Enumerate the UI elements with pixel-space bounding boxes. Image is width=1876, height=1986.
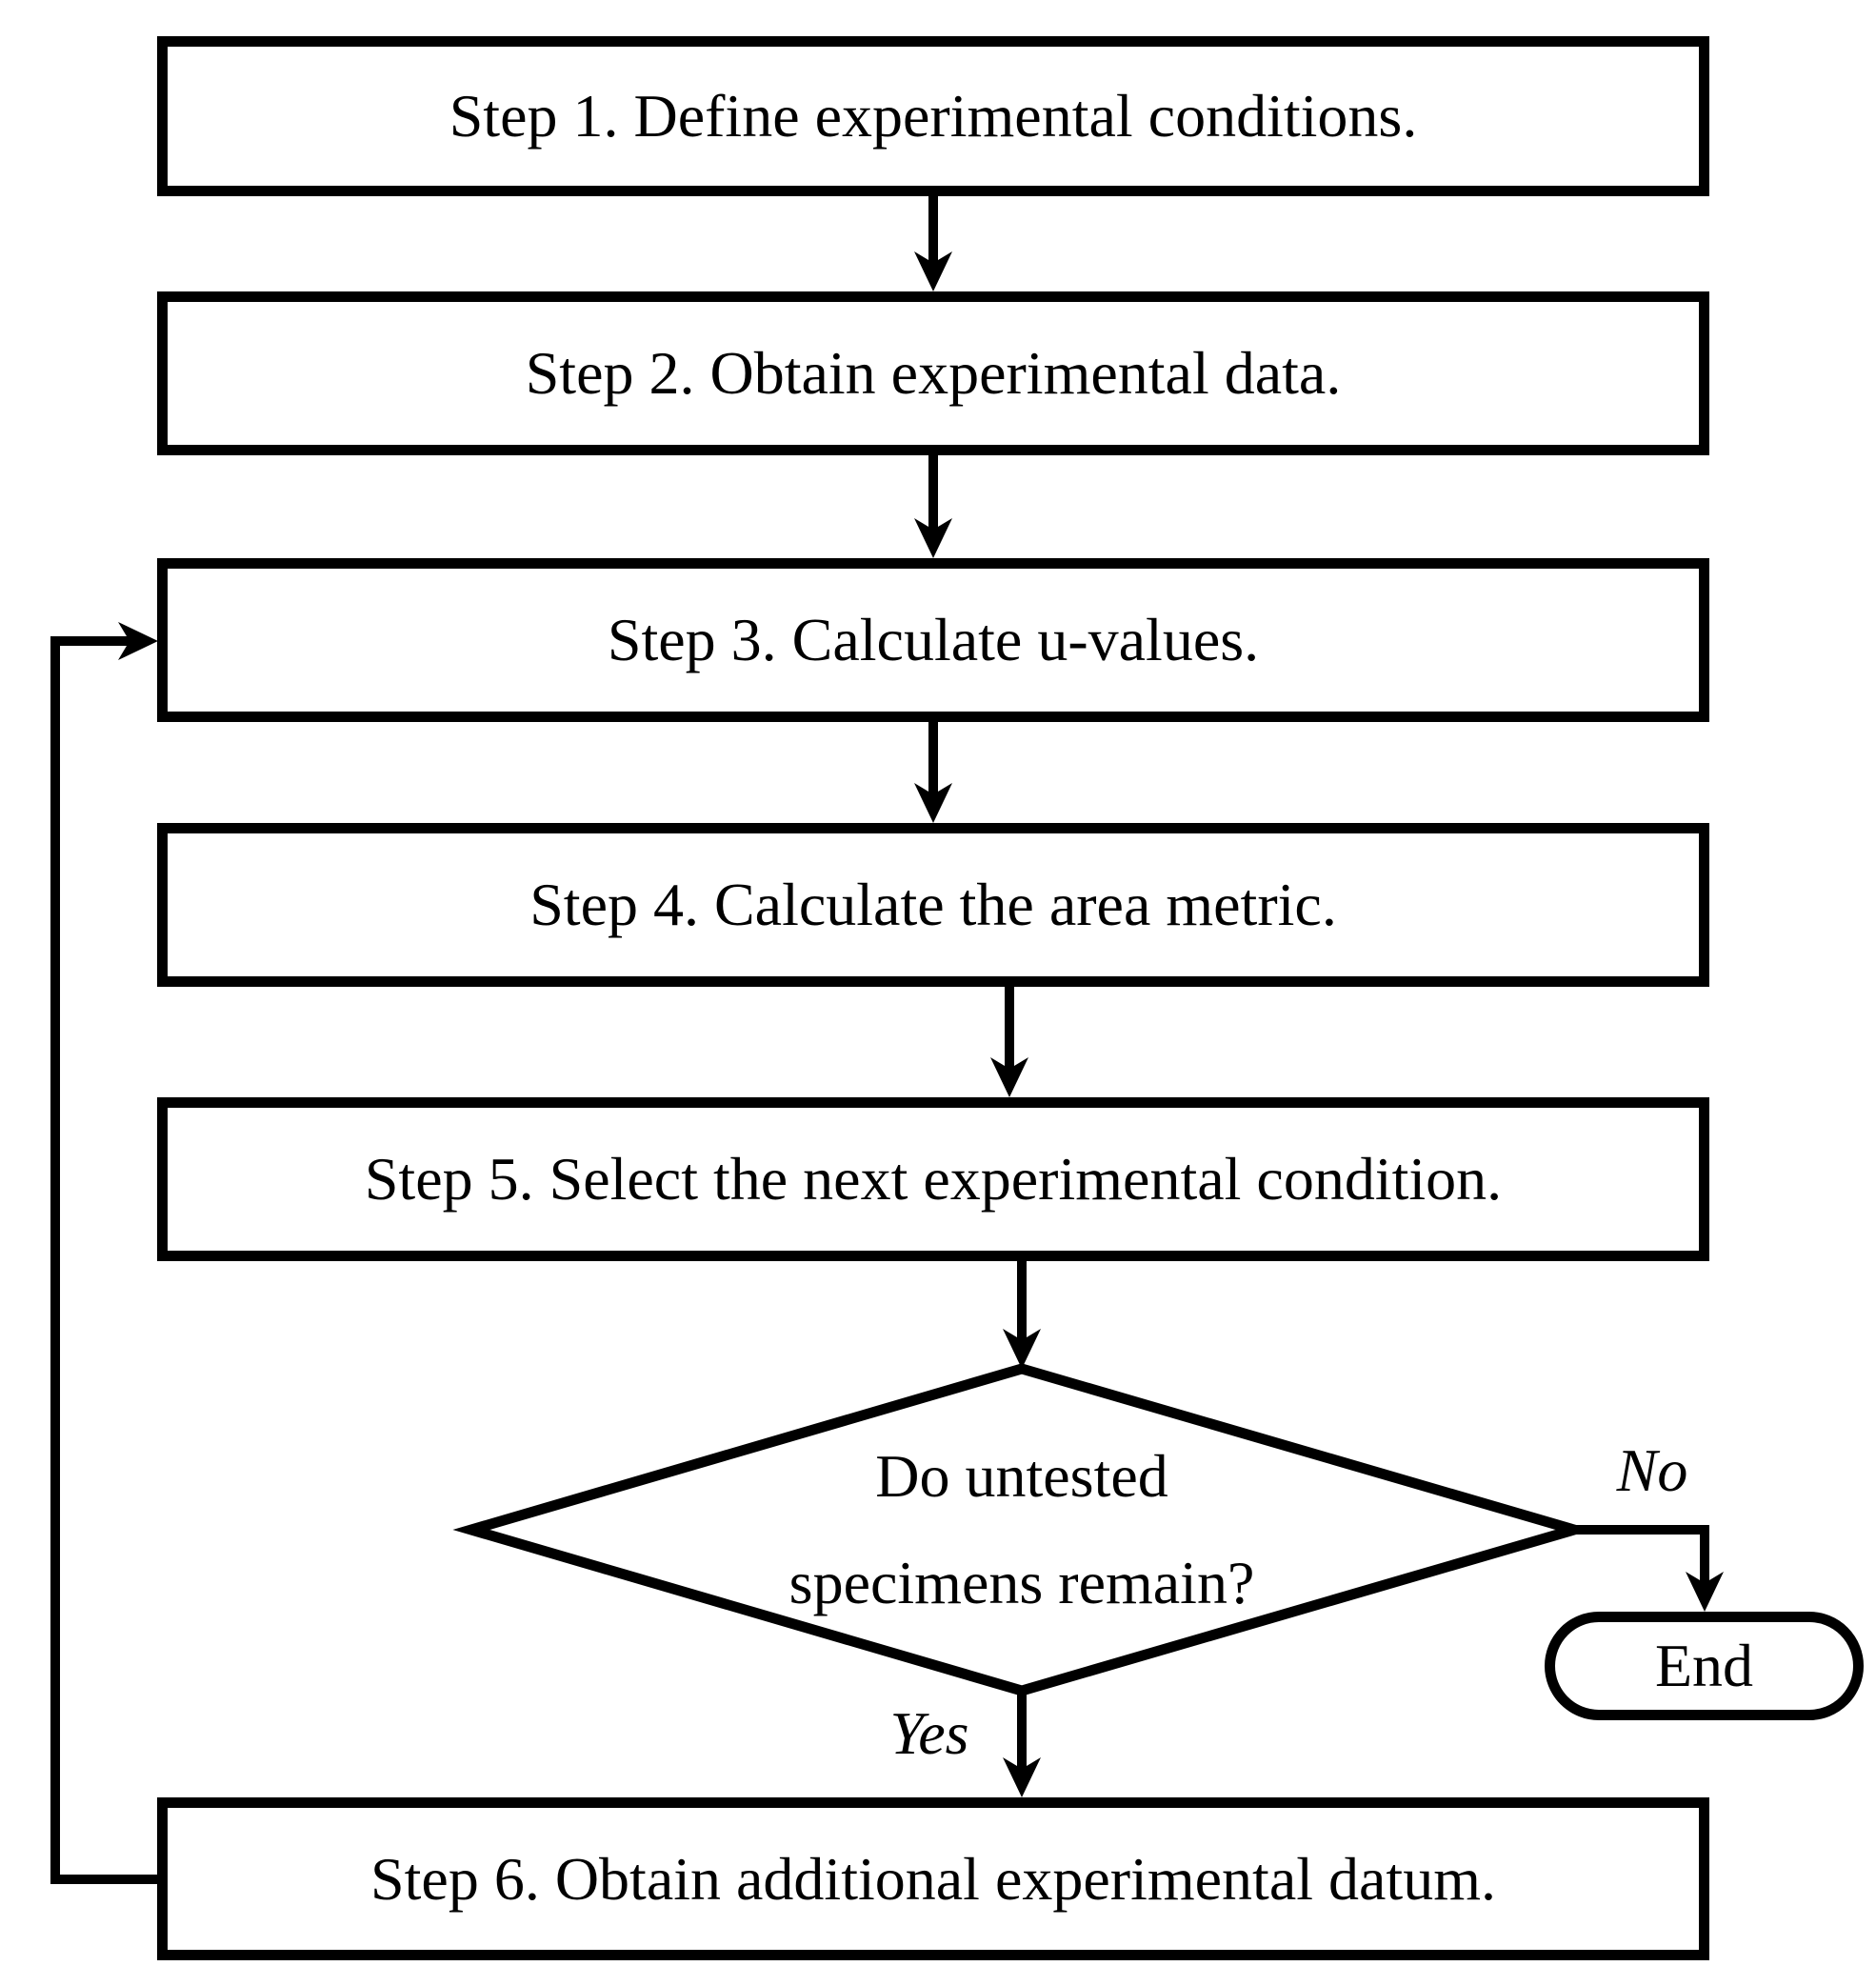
arrow-step1-step2-head [914, 251, 952, 291]
decision-label: Do untested specimens remain? [514, 1423, 1529, 1636]
step-6-box: Step 6. Obtain additional experimental d… [157, 1797, 1709, 1960]
step-1-label: Step 1. Define experimental conditions. [449, 82, 1418, 150]
no-branch-label: No [1616, 1436, 1688, 1504]
end-terminal: End [1545, 1612, 1864, 1720]
arrow-step3-step4-head [914, 783, 952, 823]
yes-connector-head [1003, 1757, 1041, 1797]
no-connector-head [1686, 1572, 1724, 1612]
step-3-label: Step 3. Calculate u-values. [607, 606, 1260, 674]
step-4-label: Step 4. Calculate the area metric. [529, 871, 1337, 939]
step-2-box: Step 2. Obtain experimental data. [157, 291, 1709, 455]
step-5-label: Step 5. Select the next experimental con… [364, 1145, 1503, 1214]
step-4-box: Step 4. Calculate the area metric. [157, 823, 1709, 987]
decision-label-line2: specimens remain? [788, 1549, 1255, 1616]
end-label: End [1654, 1632, 1754, 1699]
step-5-box: Step 5. Select the next experimental con… [157, 1097, 1709, 1261]
step-3-box: Step 3. Calculate u-values. [157, 558, 1709, 722]
decision-label-line1: Do untested [875, 1442, 1168, 1510]
arrow-step2-step3-head [914, 518, 952, 558]
arrow-step5-decision-head [1003, 1329, 1041, 1369]
step-6-label: Step 6. Obtain additional experimental d… [370, 1844, 1496, 1913]
loopback-connector-head [118, 622, 158, 660]
step-1-box: Step 1. Define experimental conditions. [157, 36, 1709, 196]
yes-branch-label: Yes [889, 1699, 969, 1767]
step-2-label: Step 2. Obtain experimental data. [525, 339, 1342, 408]
arrow-step4-step5-head [990, 1057, 1028, 1097]
no-connector-shaft [1574, 1525, 1709, 1583]
loopback-connector-shaft [50, 636, 162, 1884]
decision-diamond-shape [452, 1363, 1593, 1696]
